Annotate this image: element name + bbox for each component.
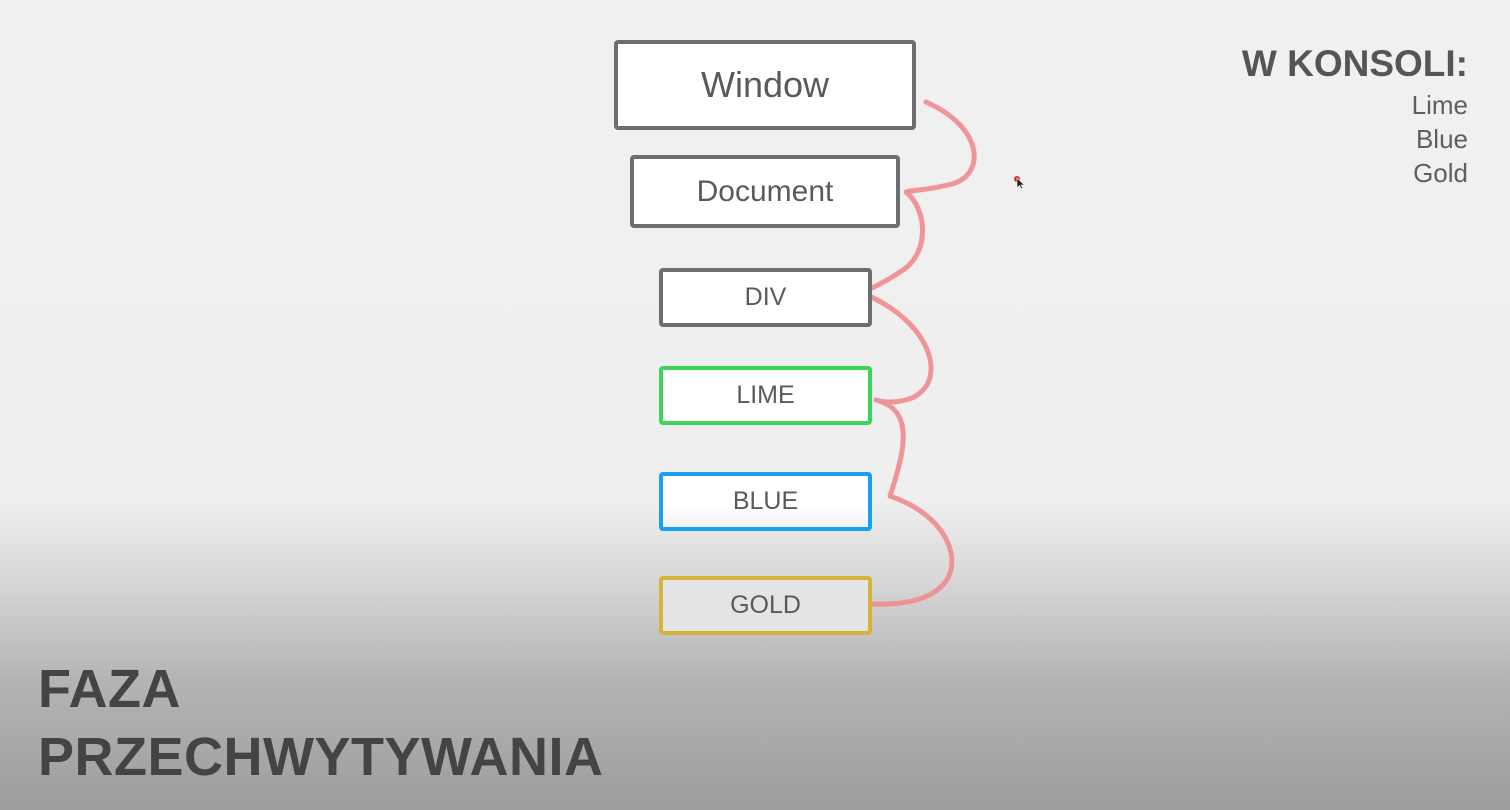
lime-label: LIME [736, 381, 795, 409]
window-box: Window [614, 40, 916, 130]
window-label: Window [700, 64, 830, 105]
gold-label: GOLD [730, 591, 801, 619]
phase-title-line1: FAZA [38, 659, 181, 719]
blue-box: BLUE [659, 472, 872, 531]
mouse-cursor-icon [1014, 176, 1026, 190]
phase-title-line2: PRZECHWYTYWANIA [38, 727, 604, 787]
console-line-blue: Blue [1415, 124, 1468, 154]
console-title: W KONSOLI: [1241, 43, 1468, 84]
div-label: DIV [744, 283, 787, 311]
console-line-lime: Lime [1411, 90, 1468, 120]
blue-label: BLUE [732, 487, 799, 515]
document-box: Document [630, 155, 900, 228]
phase-title: FAZA PRZECHWYTYWANIA [38, 655, 603, 791]
document-label: Document [696, 174, 834, 208]
gold-box: GOLD [659, 576, 872, 635]
console-output-panel: W KONSOLI: Lime Blue Gold [1242, 42, 1468, 190]
lime-box: LIME [659, 366, 872, 425]
div-box: DIV [659, 268, 872, 327]
console-line-gold: Gold [1413, 158, 1468, 188]
